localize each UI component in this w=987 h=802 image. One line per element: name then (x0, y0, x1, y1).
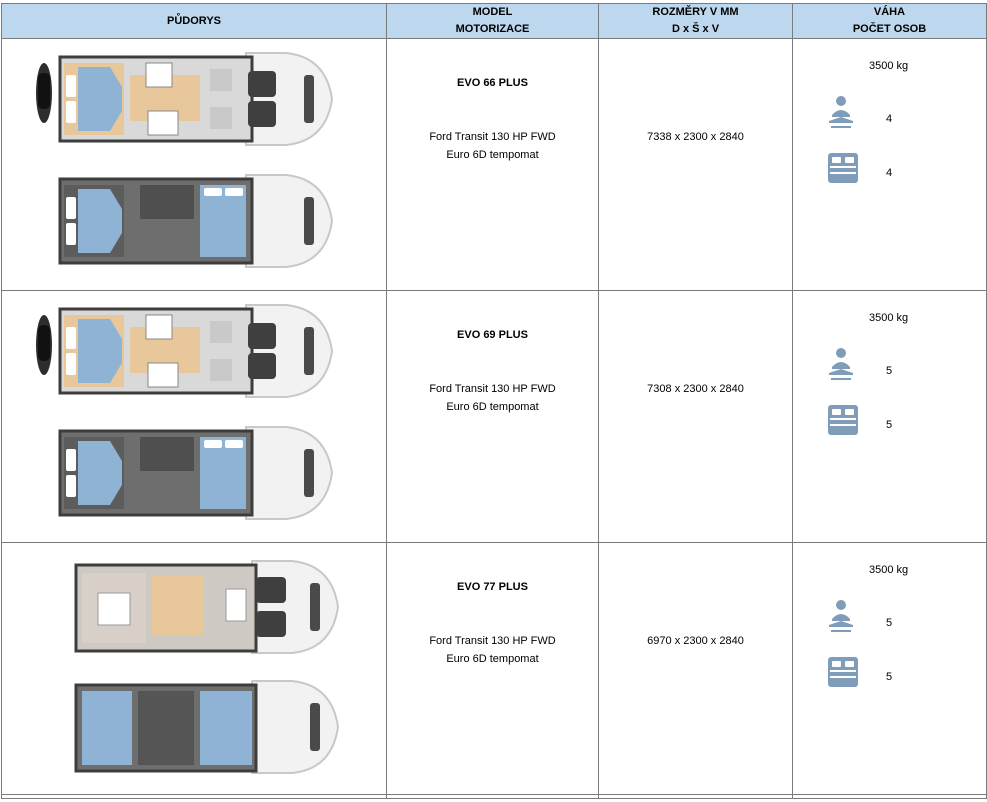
floorplan-image (74, 560, 340, 774)
floorplan-cell (1, 542, 387, 795)
dimensions-value: 7338 x 2300 x 2840 (647, 131, 744, 143)
seats-count: 4 (886, 113, 893, 125)
bed-icon (828, 657, 858, 687)
seats-count: 5 (886, 365, 893, 377)
beds-count: 5 (886, 419, 893, 431)
weight-value: 3500 kg (869, 60, 909, 72)
dimensions-value: 7308 x 2300 x 2840 (647, 383, 744, 395)
weight-cell: 3500 kg 5 5 (792, 290, 987, 543)
dims-cell: 7308 x 2300 x 2840 (598, 290, 793, 543)
bed-icon (828, 405, 858, 435)
dimensions-value: 6970 x 2300 x 2840 (647, 635, 744, 647)
floorplan-cell (1, 290, 387, 543)
weight-cell: 3500 kg 5 5 (792, 542, 987, 795)
model-name: EVO 66 PLUS (457, 77, 528, 89)
dims-cell: 6970 x 2300 x 2840 (598, 542, 793, 795)
seat-person-icon (829, 600, 853, 632)
weight-value: 3500 kg (869, 312, 909, 324)
floorplan-image (36, 52, 334, 268)
floorplan-cell (1, 38, 387, 291)
weight-cell: 3500 kg 4 4 (792, 38, 987, 291)
beds-count: 5 (886, 671, 893, 683)
beds-count: 4 (886, 167, 893, 179)
seats-count: 5 (886, 617, 893, 629)
floorplan-image (36, 304, 334, 520)
model-name: EVO 77 PLUS (457, 581, 528, 593)
model-name: EVO 69 PLUS (457, 329, 528, 341)
header-plan: PŮDORYS (1, 3, 387, 39)
table-row (1, 794, 987, 799)
seat-person-icon (829, 348, 853, 380)
bed-icon (828, 153, 858, 183)
dims-cell: 7338 x 2300 x 2840 (598, 38, 793, 291)
seat-person-icon (829, 96, 853, 128)
weight-value: 3500 kg (869, 564, 909, 576)
